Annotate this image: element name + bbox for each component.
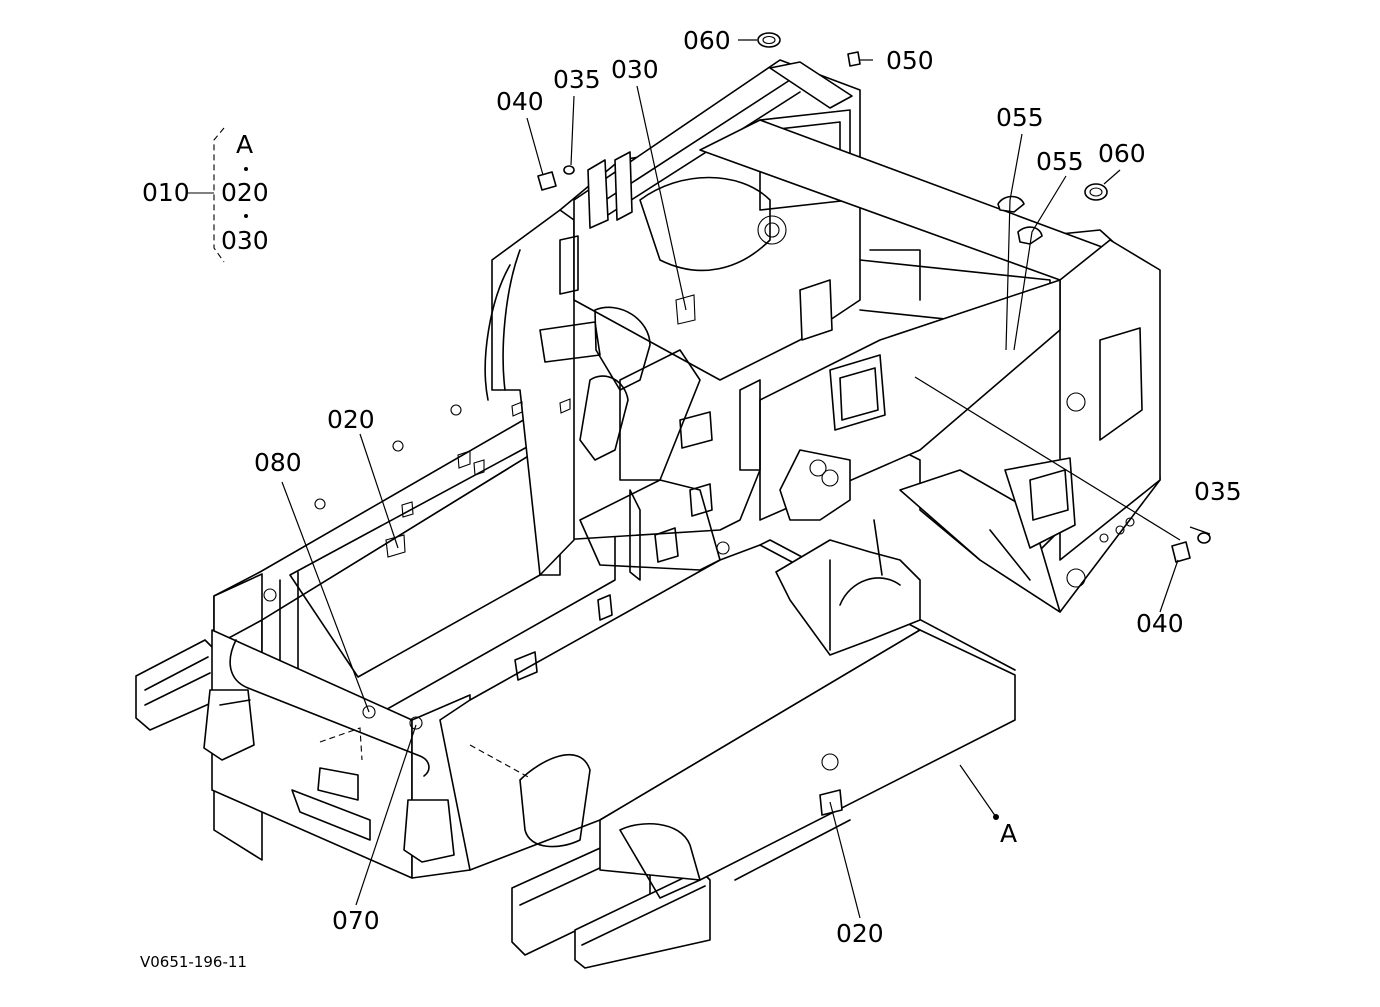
callout-020-left: 020 bbox=[327, 405, 375, 434]
callout-070: 070 bbox=[332, 906, 380, 935]
callout-labels: 060 050 035 030 040 055 055 060 035 040 … bbox=[254, 26, 1242, 948]
callout-060-top: 060 bbox=[683, 26, 731, 55]
grommet-060-right bbox=[1084, 183, 1108, 201]
callout-050: 050 bbox=[886, 46, 934, 75]
group-bracket bbox=[188, 127, 248, 263]
callout-055-a: 055 bbox=[996, 103, 1044, 132]
grommet-060-top bbox=[757, 32, 781, 48]
cap-055-b bbox=[1017, 226, 1043, 245]
main-frame bbox=[135, 59, 1161, 969]
washer-035-top bbox=[563, 165, 575, 175]
callout-030: 030 bbox=[611, 55, 659, 84]
nut-040-top bbox=[537, 171, 557, 191]
callout-035-right: 035 bbox=[1194, 477, 1242, 506]
cap-055-a bbox=[997, 195, 1025, 213]
loose-parts bbox=[537, 32, 1211, 820]
leader-lines bbox=[281, 39, 1211, 919]
washer-035-right bbox=[1197, 532, 1211, 544]
callout-020-bottom: 020 bbox=[836, 919, 884, 948]
callout-035-top: 035 bbox=[553, 65, 601, 94]
callout-055-b: 055 bbox=[1036, 147, 1084, 176]
callout-040-top: 040 bbox=[496, 87, 544, 116]
callout-080: 080 bbox=[254, 448, 302, 477]
drawing-number: V0651-196-11 bbox=[140, 953, 247, 971]
group-parent-label: 010 bbox=[142, 178, 190, 207]
plug-050 bbox=[847, 51, 861, 67]
group-child-a: A bbox=[236, 130, 253, 159]
nut-040-right bbox=[1171, 541, 1191, 563]
callout-060-right: 060 bbox=[1098, 139, 1146, 168]
callout-a-reference: A bbox=[1000, 819, 1017, 848]
group-child-030: 030 bbox=[221, 226, 269, 255]
callout-040-right: 040 bbox=[1136, 609, 1184, 638]
group-child-020: 020 bbox=[221, 178, 269, 207]
